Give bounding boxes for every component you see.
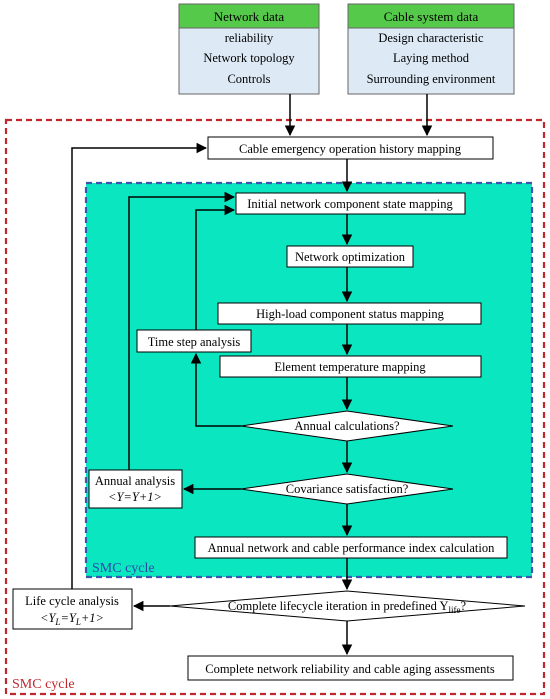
network-data-block: Network data reliability Network topolog…: [178, 3, 320, 95]
lifecycle-question-main: Complete lifecycle iteration in predefin…: [228, 599, 449, 613]
life-cycle-line2-a: <Y: [40, 611, 57, 625]
initial-state-text: Initial network component state mapping: [247, 197, 453, 211]
life-cycle-line2: <YL=YL+1>: [40, 611, 104, 627]
high-load-text: High-load component status mapping: [256, 307, 445, 321]
network-data-title: Network data: [214, 9, 285, 24]
performance-index-text: Annual network and cable performance ind…: [208, 541, 495, 555]
lifecycle-question-end: ?: [461, 599, 467, 613]
life-cycle-sub-a: L: [54, 617, 60, 627]
annual-analysis-box: [88, 469, 183, 509]
optimization-text: Network optimization: [295, 250, 406, 264]
loop-annual-analysis-to-initial: [128, 191, 236, 470]
loop-annual-to-timestep: [190, 352, 241, 427]
network-data-header: [178, 3, 320, 29]
life-cycle-sub-b: L: [75, 617, 81, 627]
element-temp-text: Element temperature mapping: [274, 360, 426, 374]
time-step-box: [136, 329, 252, 353]
covariance-text: Covariance satisfaction?: [286, 482, 409, 496]
loop-lifecycle-box-to-emergency: [71, 142, 208, 589]
annual-analysis-line2: <Y=Y+1>: [108, 490, 162, 504]
outer-smc-label: SMC cycle: [12, 677, 75, 692]
performance-index-box: [194, 536, 508, 559]
cable-item: Surrounding environment: [367, 72, 496, 86]
lifecycle-question-sub: life: [449, 605, 461, 615]
network-item: Network topology: [203, 51, 295, 65]
emergency-mapping-box: [207, 136, 494, 160]
lifecycle-question-text: Complete lifecycle iteration in predefin…: [228, 599, 467, 615]
initial-state-box: [235, 192, 466, 215]
annual-analysis-line1: Annual analysis: [95, 474, 175, 488]
cable-data-title: Cable system data: [384, 9, 479, 24]
life-cycle-line2-end: +1>: [81, 611, 104, 625]
network-item: Controls: [227, 72, 270, 86]
inner-smc-frame: [84, 181, 534, 579]
cable-item: Design characteristic: [378, 31, 484, 45]
life-cycle-line2-mid: =Y: [60, 611, 77, 625]
final-box: [187, 655, 514, 681]
outer-smc-frame: [4, 118, 546, 696]
cable-item: Laying method: [393, 51, 470, 65]
element-temp-box: [219, 355, 482, 378]
annual-calc-text: Annual calculations?: [294, 419, 400, 433]
inner-smc-label: SMC cycle: [92, 561, 155, 576]
emergency-mapping-text: Cable emergency operation history mappin…: [239, 142, 462, 156]
life-cycle-line1: Life cycle analysis: [25, 594, 119, 608]
network-item: reliability: [225, 31, 274, 45]
cable-data-block: Cable system data Design characteristic …: [347, 3, 515, 95]
cable-data-header: [347, 3, 515, 29]
life-cycle-box: [12, 588, 133, 630]
time-step-text: Time step analysis: [148, 335, 241, 349]
optimization-box: [286, 245, 414, 268]
loop-timestep-to-initial: [195, 204, 236, 330]
final-text: Complete network reliability and cable a…: [205, 662, 495, 676]
high-load-box: [217, 302, 482, 325]
